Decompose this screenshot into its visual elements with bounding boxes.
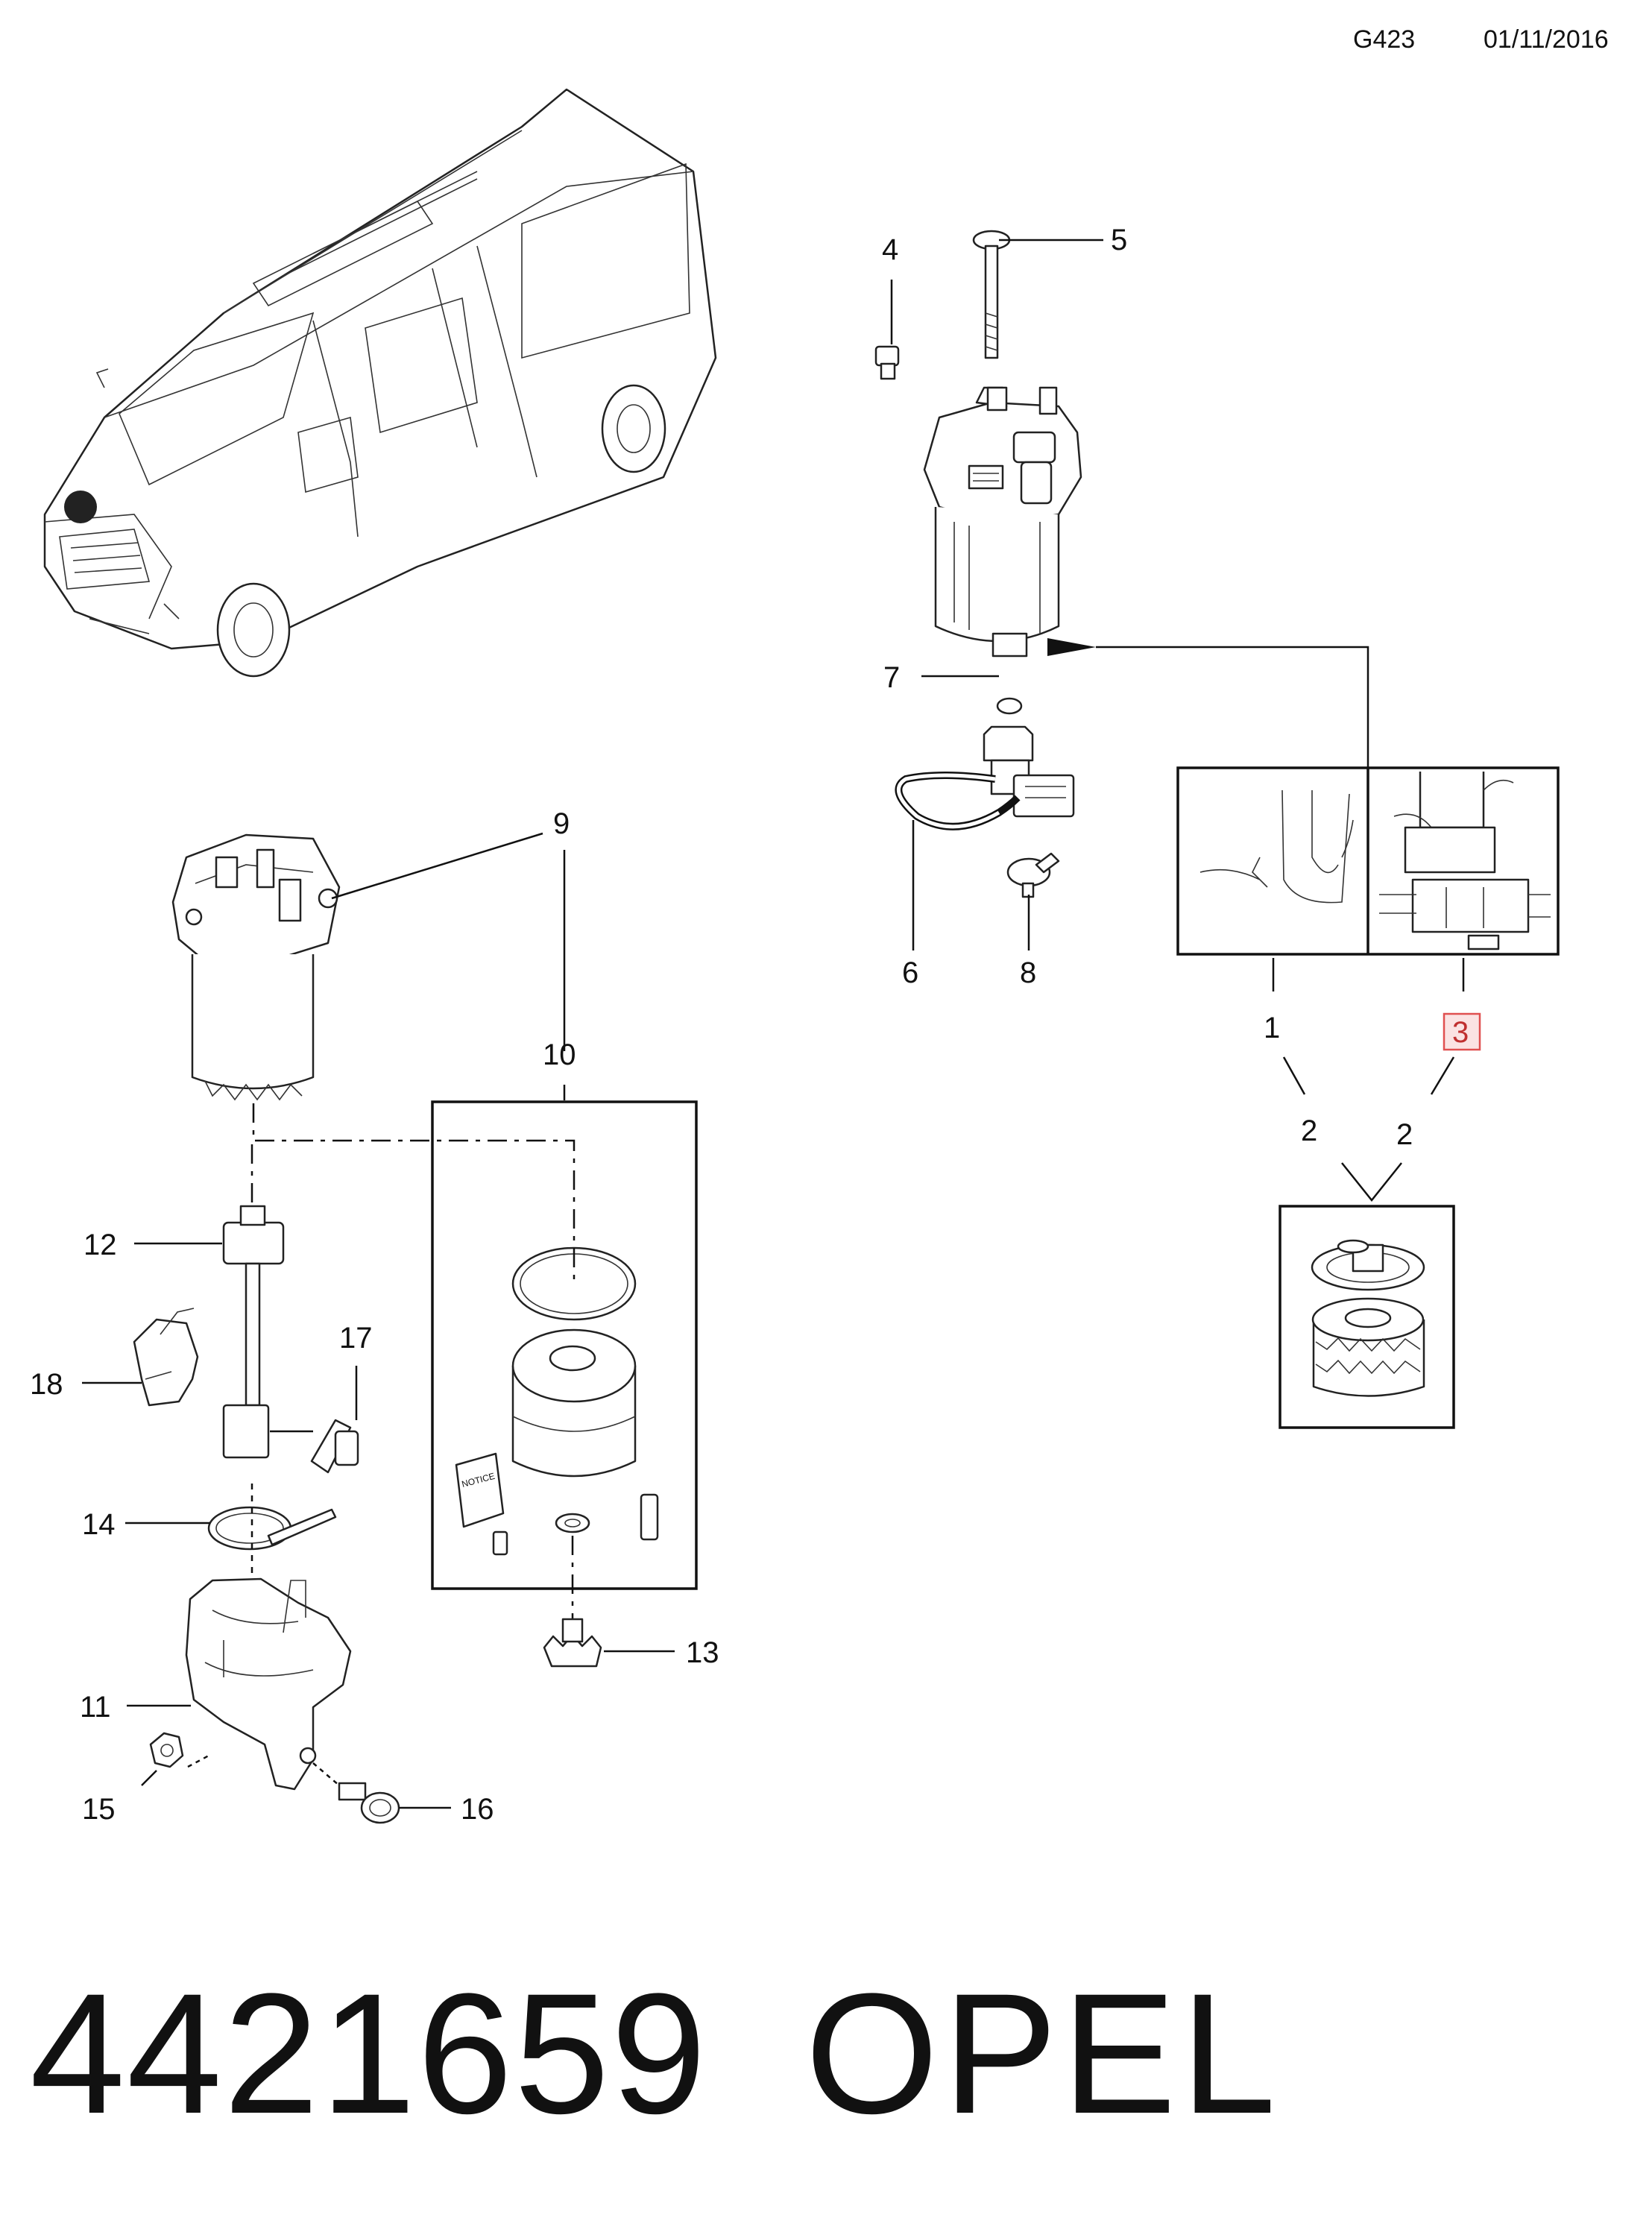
callout-17: 17 — [339, 1322, 373, 1355]
converging-leader — [1341, 1162, 1402, 1202]
callout-9: 9 — [553, 807, 570, 840]
diagram-code: G423 — [1353, 25, 1416, 54]
callout-13: 13 — [686, 1636, 719, 1669]
callout-5: 5 — [1111, 224, 1127, 256]
callout-10: 10 — [543, 1038, 576, 1071]
detail-box-pair — [1176, 766, 1560, 956]
part-connector — [310, 1419, 359, 1474]
callout-11: 11 — [80, 1691, 111, 1724]
fuel-filter-housing — [923, 386, 1082, 658]
part-plug — [874, 345, 900, 380]
part-bolt — [972, 230, 1011, 359]
filter-element-box — [1279, 1205, 1455, 1429]
part-holder-clip — [133, 1308, 199, 1407]
callout-16: 16 — [461, 1793, 494, 1826]
part-cable-tie — [207, 1506, 337, 1551]
van-filter-location-marker — [64, 491, 97, 523]
parts-diagram: NOTICE — [30, 88, 1560, 1826]
callout-6: 6 — [902, 956, 918, 989]
part-sensor-harness — [895, 725, 1075, 830]
callout-7: 7 — [883, 661, 900, 694]
part-filter-kit — [455, 1246, 659, 1556]
assembly-reference-line — [252, 1103, 576, 1282]
part-flange-bolt — [338, 1782, 400, 1824]
filter-kit-box — [431, 1100, 698, 1590]
flow-arrow-line — [1096, 646, 1369, 768]
callout-8: 8 — [1020, 956, 1036, 989]
van-illustration — [43, 88, 717, 678]
part-filter-assembly — [171, 833, 341, 1101]
flow-arrow-head — [1047, 638, 1096, 656]
callout-12: 12 — [83, 1229, 117, 1261]
diagram-date: 01/11/2016 — [1484, 25, 1609, 54]
callout-3: 3 — [1452, 1016, 1469, 1049]
callout-2-right: 2 — [1396, 1118, 1413, 1151]
callout-1: 1 — [1264, 1012, 1280, 1044]
part-mounting-bracket — [185, 1577, 352, 1791]
callout-15: 15 — [82, 1793, 116, 1826]
brand-name: OPEL — [805, 1958, 1281, 2149]
part-filter-element — [1311, 1239, 1425, 1397]
part-nut — [149, 1732, 184, 1768]
part-clip — [1006, 852, 1060, 898]
part-drain-plug — [543, 1618, 602, 1668]
callout-3-highlight — [1443, 1012, 1481, 1051]
callout-18: 18 — [30, 1368, 63, 1401]
callout-14: 14 — [82, 1508, 116, 1541]
part-number: 4421659 — [30, 1958, 708, 2149]
part-water-sensor — [222, 1205, 285, 1459]
part-o-ring — [996, 697, 1023, 715]
callout-2-left: 2 — [1301, 1114, 1317, 1147]
callout-4: 4 — [882, 233, 898, 266]
